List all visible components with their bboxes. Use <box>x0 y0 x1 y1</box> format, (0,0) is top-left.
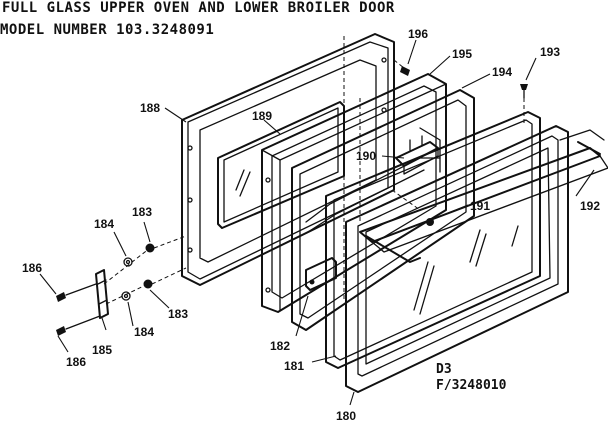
part-label-192: 192 <box>580 199 600 213</box>
top-screw <box>520 84 528 124</box>
diagram-title: FULL GLASS UPPER OVEN AND LOWER BROILER … <box>2 0 395 16</box>
part-label-184-top: 184 <box>94 217 114 231</box>
leader-lines <box>39 39 595 406</box>
model-number: MODEL NUMBER 103.3248091 <box>0 22 215 38</box>
hinge-spacer <box>305 257 337 291</box>
part-label-196: 196 <box>408 27 428 41</box>
part-label-183-bottom: 183 <box>168 307 188 321</box>
part-label-183-top: 183 <box>132 205 152 219</box>
handle-bracket <box>395 135 439 175</box>
part-label-195: 195 <box>452 47 472 61</box>
glass-pack <box>291 89 475 331</box>
part-label-185: 185 <box>92 343 112 357</box>
outer-door-panel <box>181 33 395 286</box>
part-label-194: 194 <box>492 65 512 79</box>
part-label-186-bottom: 186 <box>66 355 86 369</box>
part-label-182: 182 <box>270 339 290 353</box>
hinge-hardware <box>56 235 187 336</box>
outer-glass-frame <box>345 125 569 393</box>
part-label-189: 189 <box>252 109 272 123</box>
alignment-lines <box>343 36 421 300</box>
section-code: D3 <box>436 362 452 377</box>
part-label-184-bottom: 184 <box>134 325 154 339</box>
door-handle <box>359 129 608 263</box>
part-label-188: 188 <box>140 101 160 115</box>
part-label-181: 181 <box>284 359 304 373</box>
frame-screw <box>426 218 434 226</box>
part-label-180: 180 <box>336 409 356 423</box>
part-label-190: 190 <box>356 149 376 163</box>
corner-screw <box>400 66 410 76</box>
part-label-186-top: 186 <box>22 261 42 275</box>
part-label-193: 193 <box>540 45 560 59</box>
part-labels: 188 189 196 195 194 193 190 191 192 183 … <box>22 27 600 423</box>
part-label-191: 191 <box>470 199 490 213</box>
door-liner <box>261 73 447 313</box>
figure-code: F/3248010 <box>436 378 507 393</box>
